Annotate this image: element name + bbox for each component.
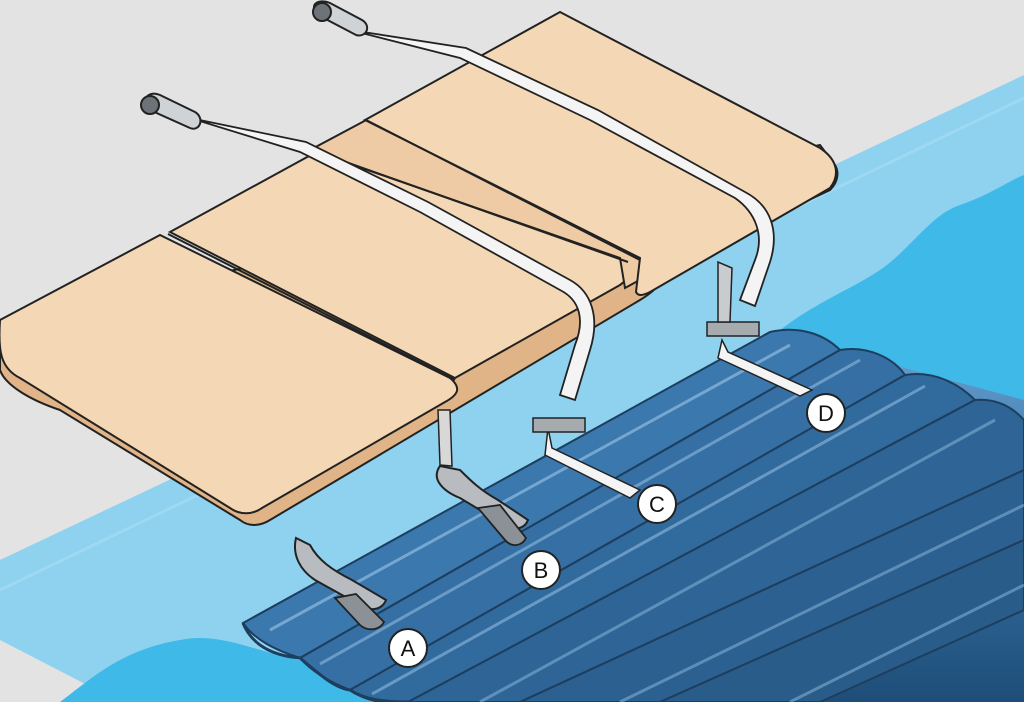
callout-d-label: D <box>818 401 834 426</box>
strap <box>349 29 775 308</box>
slat <box>407 398 1024 702</box>
bracket-d <box>706 321 760 337</box>
coping-stone-4 <box>362 10 837 296</box>
coping-stone-1 <box>0 233 459 515</box>
slat <box>519 468 1024 702</box>
strap <box>544 427 642 499</box>
callout-a: A <box>388 628 428 668</box>
slat <box>659 538 1024 702</box>
strap <box>189 117 596 402</box>
bracket-c <box>532 417 586 433</box>
strap <box>717 337 814 397</box>
callout-b: B <box>521 550 561 590</box>
buckle-b <box>435 464 530 546</box>
slat-cover <box>241 328 1024 702</box>
callout-c-label: C <box>649 492 665 517</box>
callout-d: D <box>806 393 846 433</box>
strap <box>437 409 453 467</box>
deck-anchor <box>312 0 369 37</box>
buckle-a <box>294 536 388 631</box>
callout-b-label: B <box>534 558 549 583</box>
coping-stones <box>0 10 839 526</box>
callout-a-label: A <box>401 636 416 661</box>
straps <box>189 29 814 499</box>
slat-end-profile <box>241 622 409 702</box>
callout-c: C <box>637 484 677 524</box>
deck-anchor <box>140 92 202 130</box>
